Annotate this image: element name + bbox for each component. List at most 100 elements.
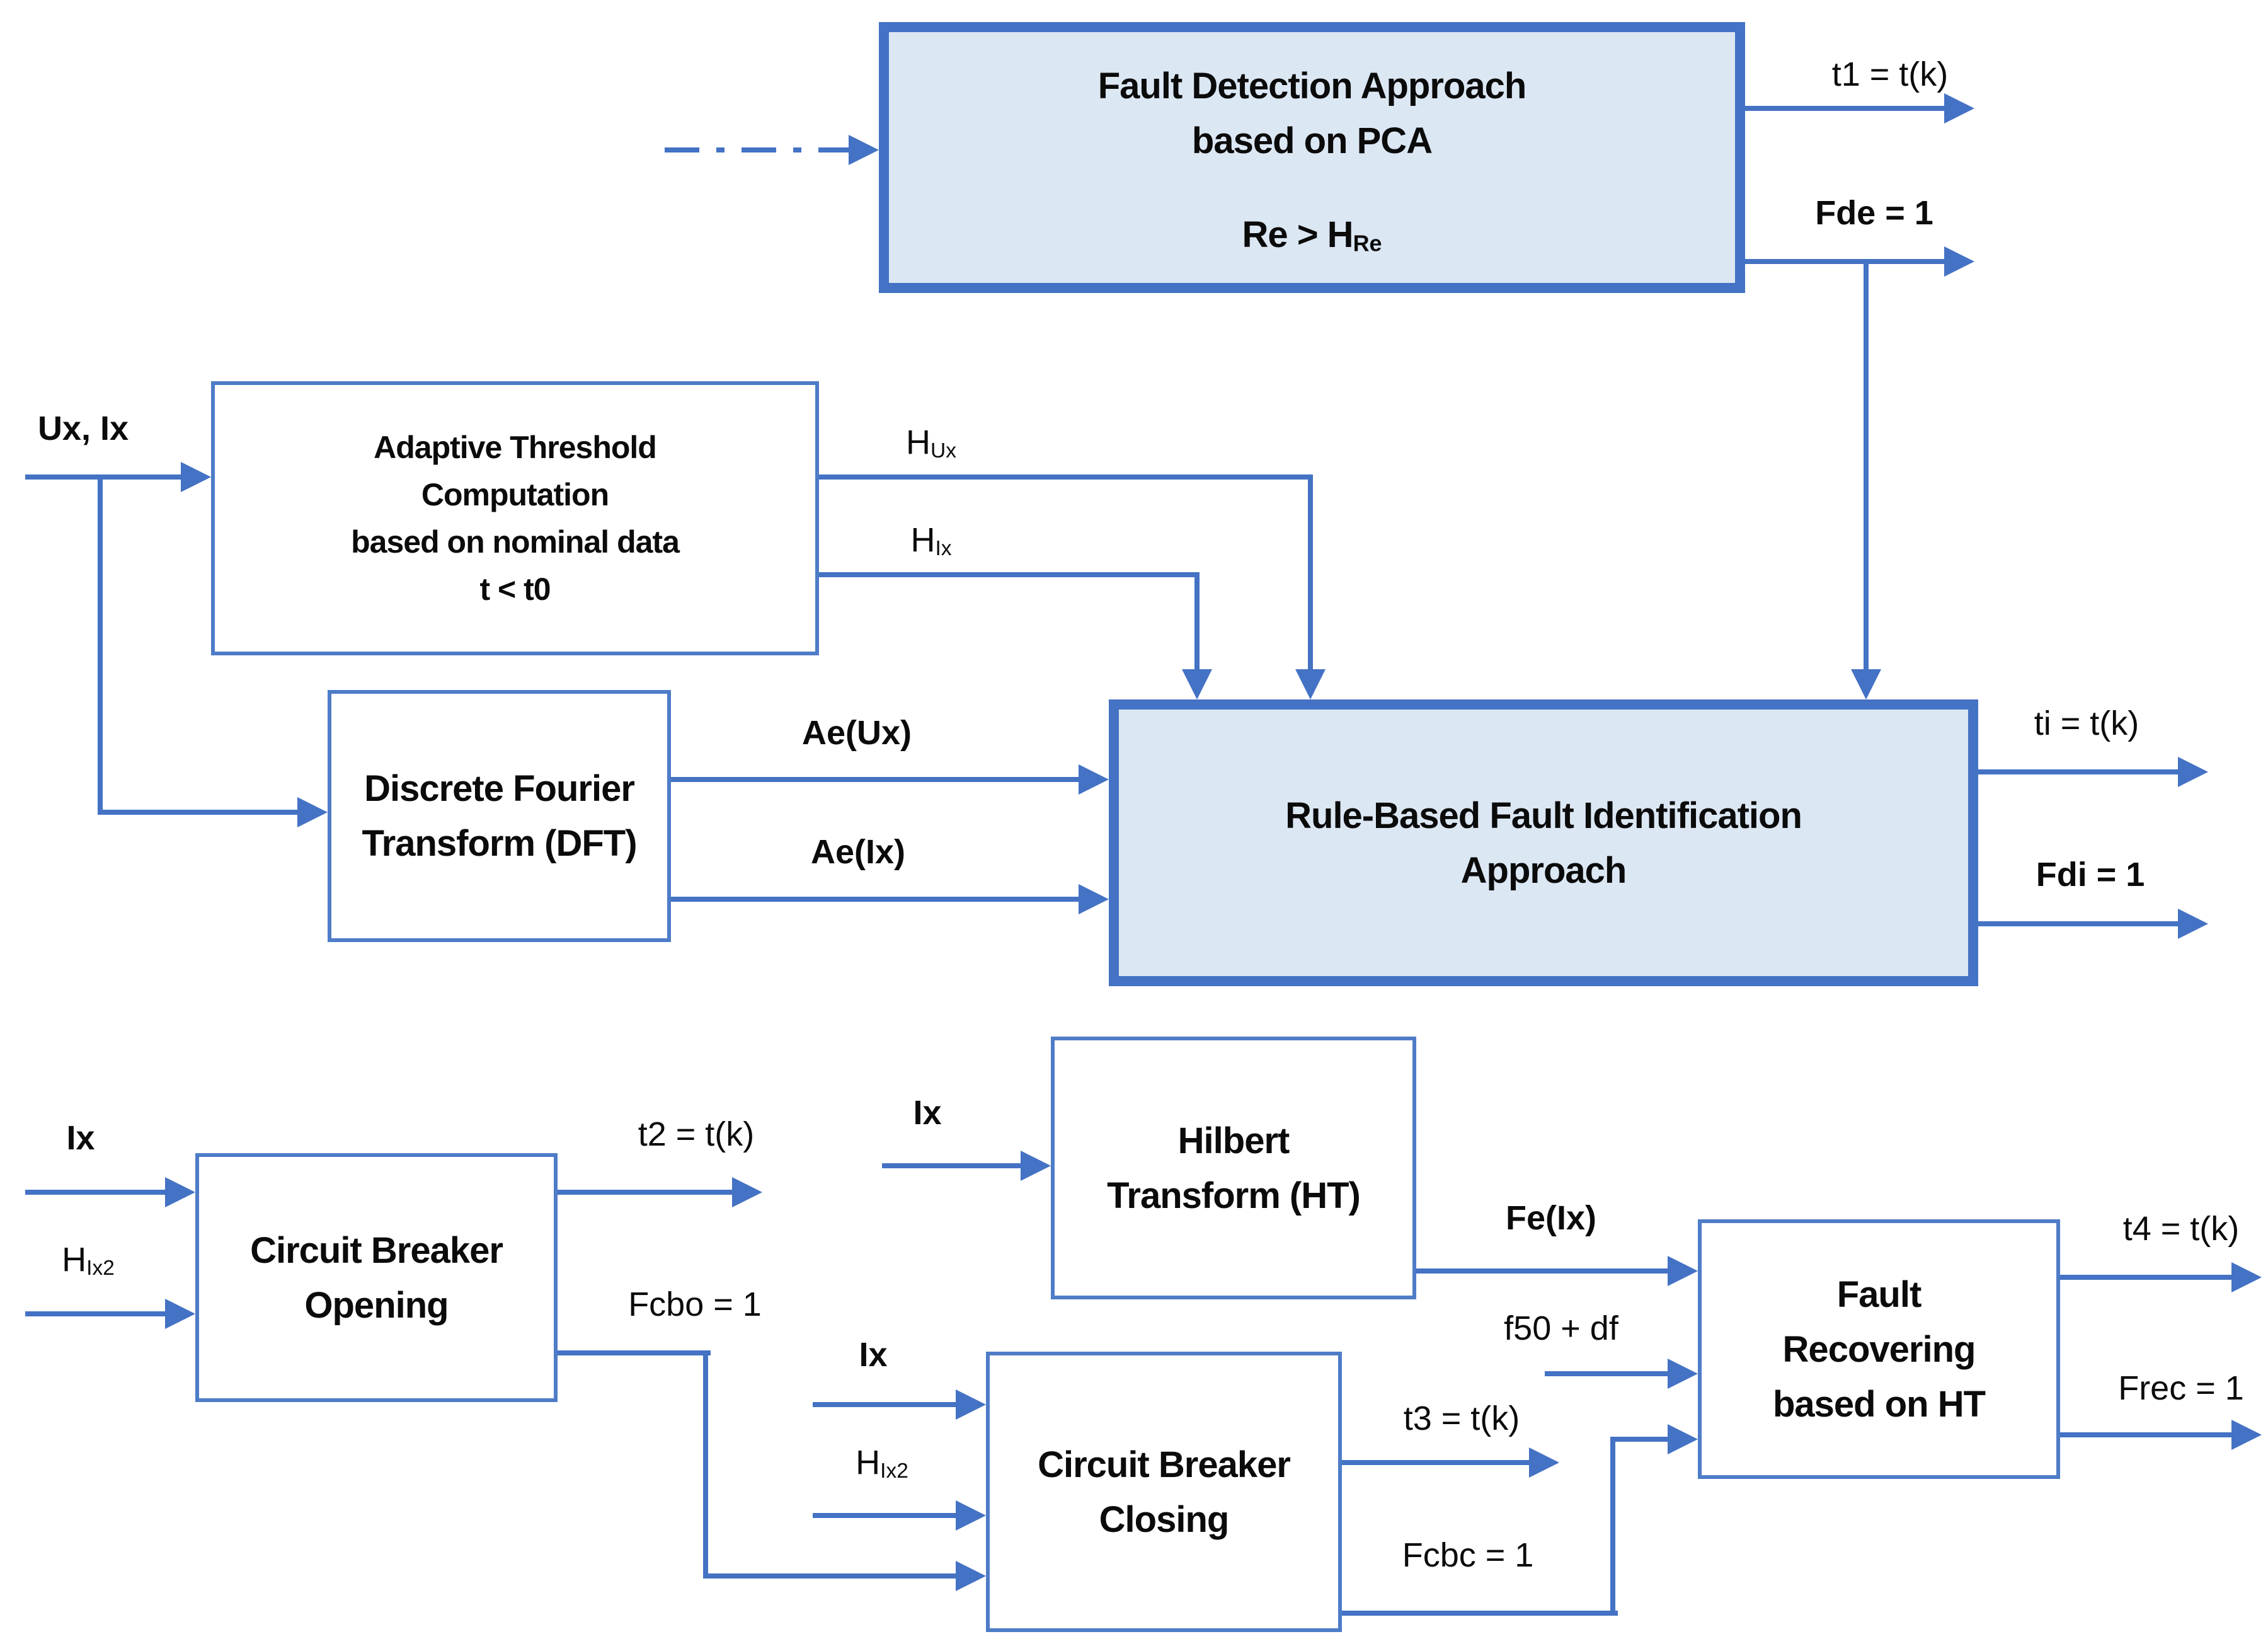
label-ix-cbo: Ix <box>66 1119 95 1157</box>
arrowhead-t3 <box>1529 1447 1559 1478</box>
arrowhead-fcbo-into-cbc <box>956 1561 986 1591</box>
label-fe-ix: Fe(Ix) <box>1505 1199 1597 1237</box>
block-title-line: Hilbert <box>1177 1120 1290 1161</box>
label-t1: t1 = t(k) <box>1831 55 1949 93</box>
block-title-line: Transform (HT) <box>1107 1175 1361 1216</box>
connector-fcbo-drop <box>703 1350 708 1579</box>
connector-hix2-cbo <box>25 1311 170 1316</box>
label-fdi: Fdi = 1 <box>2036 856 2145 894</box>
arrowhead-hix2-cbc <box>956 1500 986 1531</box>
label-ae-ix: Ae(Ix) <box>810 833 906 871</box>
label-ux-ix: Ux, Ix <box>37 410 129 447</box>
arrowhead-ae-ix <box>1079 884 1109 914</box>
connector-ix-cbo <box>25 1190 170 1195</box>
connector-into-dft <box>98 810 302 815</box>
label-ae-ux: Ae(Ux) <box>801 714 912 752</box>
arrowhead-fdi <box>2178 909 2208 939</box>
connector-ti <box>1978 769 2183 774</box>
arrowhead-ti <box>2178 757 2208 787</box>
block-title-line: Adaptive Threshold <box>374 429 657 465</box>
block-circuit-breaker-closing: Circuit Breaker Closing <box>986 1352 1342 1632</box>
arrowhead-into-dft <box>297 797 328 827</box>
connector-hux <box>819 474 1313 480</box>
connector-hix2-cbc <box>813 1513 961 1518</box>
connector-ux-ix-branch <box>98 474 103 815</box>
connector-fcbc-h1 <box>1342 1611 1618 1616</box>
connector-t3 <box>1342 1460 1534 1465</box>
connector-t4 <box>2060 1275 2236 1280</box>
arrowhead-hix-into-rule-based <box>1182 669 1212 699</box>
label-hux: HUx <box>906 423 956 463</box>
label-t3: t3 = t(k) <box>1403 1400 1520 1437</box>
arrowhead-fcbc-into-recovering <box>1668 1424 1698 1454</box>
label-hix2-cbc: HIx2 <box>856 1443 908 1483</box>
arrowhead-ix-cbo <box>165 1177 195 1207</box>
block-hilbert-transform: Hilbert Transform (HT) <box>1051 1037 1416 1299</box>
connector-hix <box>819 572 1200 577</box>
label-fcbc: Fcbc = 1 <box>1402 1536 1534 1574</box>
label-fde: Fde = 1 <box>1815 194 1933 232</box>
connector-dashdot-input <box>665 147 851 152</box>
connector-frec <box>2060 1432 2236 1437</box>
label-hix2-cbo: HIx2 <box>62 1240 115 1280</box>
arrowhead-ix-cbc <box>956 1389 986 1420</box>
block-title-line: t < t0 <box>479 571 551 607</box>
connector-fe-ix <box>1416 1268 1673 1274</box>
connector-ae-ix <box>671 897 1084 902</box>
label-fcbo: Fcbo = 1 <box>628 1285 762 1323</box>
connector-fdi <box>1978 921 2183 926</box>
arrowhead-ix-ht <box>1021 1151 1051 1181</box>
label-ix-ht: Ix <box>913 1094 942 1132</box>
arrowhead-fde <box>1944 246 1974 277</box>
label-hix: HIx <box>910 520 952 561</box>
label-ti: ti = t(k) <box>2034 704 2139 742</box>
block-fault-detection-pca: Fault Detection Approach based on PCA Re… <box>879 22 1745 293</box>
arrowhead-fe-ix <box>1668 1256 1698 1286</box>
arrowhead-t4 <box>2231 1262 2262 1292</box>
block-title-line: based on PCA <box>1191 120 1433 161</box>
block-circuit-breaker-opening: Circuit Breaker Opening <box>195 1153 558 1402</box>
connector-fcbc-rise <box>1610 1437 1615 1616</box>
block-fault-recovering: Fault Recovering based on HT <box>1698 1219 2060 1479</box>
connector-t2 <box>558 1190 737 1195</box>
connector-hix-drop <box>1194 572 1200 669</box>
block-title-line: Circuit Breaker <box>250 1229 503 1271</box>
block-dft: Discrete Fourier Transform (DFT) <box>328 690 671 942</box>
arrowhead-hux-into-rule-based <box>1295 669 1326 699</box>
block-title-line: Closing <box>1099 1498 1230 1540</box>
connector-f50-df <box>1545 1371 1673 1376</box>
block-title-line: Circuit Breaker <box>1038 1444 1291 1485</box>
connector-fde <box>1745 259 1950 264</box>
arrowhead-hix2-cbo <box>165 1299 195 1329</box>
label-frec: Frec = 1 <box>2118 1369 2244 1407</box>
arrowhead-fde-into-rule-based <box>1851 669 1881 699</box>
arrowhead-t2 <box>732 1177 762 1207</box>
pca-threshold-formula: Re > HRe <box>1242 214 1382 256</box>
connector-hux-drop <box>1308 474 1313 669</box>
block-title-line: Rule-Based Fault Identification <box>1285 795 1802 836</box>
connector-ux-ix-input <box>25 474 183 480</box>
connector-fcbo-h2 <box>703 1573 961 1579</box>
block-title-line: Fault Detection Approach <box>1097 65 1527 106</box>
block-title-line: Approach <box>1460 849 1627 891</box>
block-title-line: Fault <box>1836 1274 1922 1315</box>
block-title-line: Recovering <box>1782 1328 1976 1370</box>
connector-ix-ht <box>882 1163 1026 1168</box>
connector-ae-ux <box>671 777 1084 782</box>
connector-fcbc-h2 <box>1610 1437 1670 1442</box>
connector-t1 <box>1745 106 1950 111</box>
arrowhead-ae-ux <box>1079 764 1109 795</box>
block-title-line: Opening <box>304 1284 449 1326</box>
block-adaptive-threshold: Adaptive Threshold Computation based on … <box>211 381 819 655</box>
arrowhead-frec <box>2231 1420 2262 1450</box>
label-ix-cbc: Ix <box>859 1336 888 1374</box>
connector-fcbo-h1 <box>558 1350 711 1355</box>
block-title-line: Discrete Fourier <box>364 768 635 809</box>
arrowhead-into-adaptive <box>181 462 211 492</box>
block-title-line: based on nominal data <box>351 524 680 560</box>
arrowhead-t1 <box>1944 93 1974 124</box>
block-title-line: based on HT <box>1772 1383 1986 1425</box>
arrowhead-f50-df <box>1668 1359 1698 1389</box>
label-f50-df: f50 + df <box>1504 1309 1618 1347</box>
